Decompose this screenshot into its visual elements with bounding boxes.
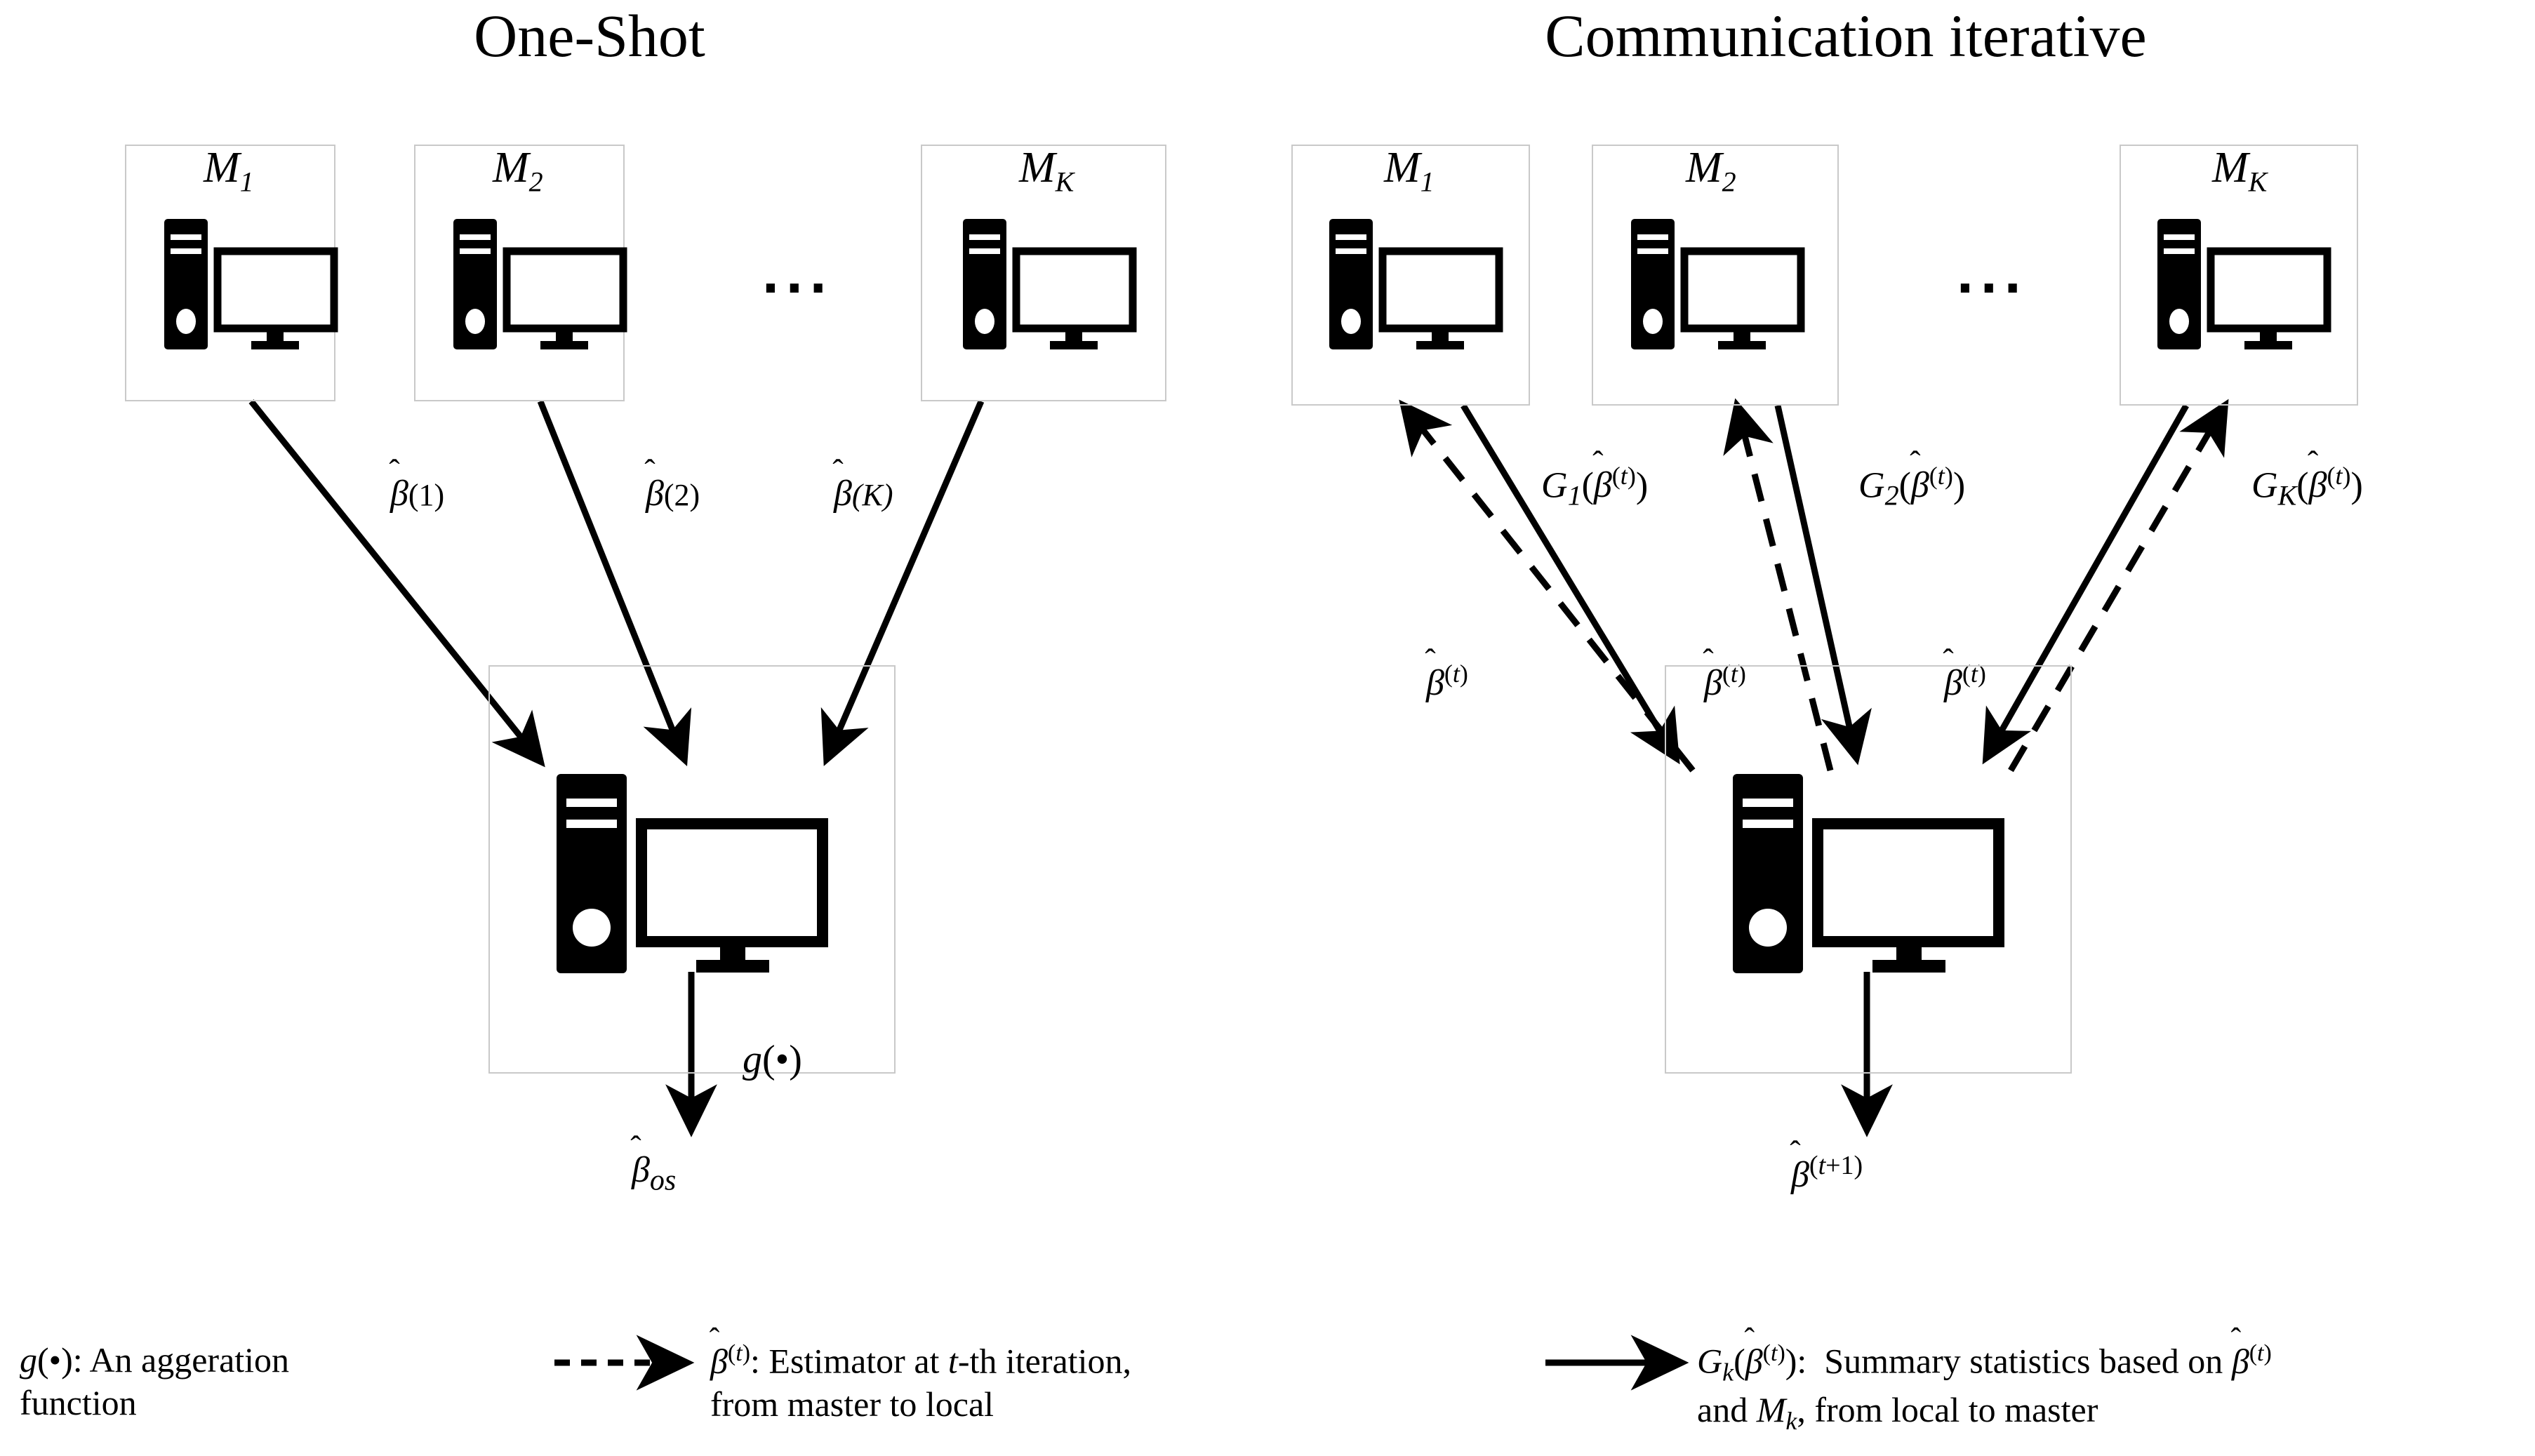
edge-label-ci-g2: G2(β̂(t))	[1858, 462, 1966, 512]
machine-label-sub: 2	[528, 166, 543, 198]
legend-line-2: and Mk, from local to master	[1697, 1389, 2098, 1435]
ellipsis-os: ...	[762, 239, 834, 306]
computer-icon-ci-mk	[2156, 218, 2331, 351]
panel-title-one-shot: One-Shot	[474, 2, 705, 69]
machine-label-base: M	[204, 144, 240, 192]
edge-label-ci-beta-t-2: β̂(t)	[1704, 660, 1746, 704]
legend-line-1: Gk(β̂(t)): Summary statistics based on β…	[1697, 1340, 2272, 1387]
machine-label-sub: K	[2248, 166, 2268, 198]
output-label-os: β̂ os	[632, 1150, 677, 1197]
machine-label-base: M	[493, 144, 529, 192]
machine-label-os-m1: M1	[204, 146, 254, 196]
computer-icon-os-mk	[962, 218, 1137, 351]
aggregation-function-label: g(•)	[743, 1038, 802, 1081]
output-label-ci: β̂(t+1)	[1791, 1151, 1863, 1196]
legend-item-aggregation: g(•): An aggeration function	[20, 1339, 413, 1424]
edge-label-ci-beta-t-3: β̂(t)	[1944, 660, 1986, 704]
machine-label-sub: 2	[1722, 166, 1736, 198]
machine-label-os-mk: MK	[1019, 146, 1074, 196]
edge-label-os-beta-1: β̂ (1)	[390, 474, 445, 514]
edge-up-m1	[1461, 403, 1680, 765]
node-box-os-master[interactable]	[488, 665, 896, 1074]
machine-label-ci-mk: MK	[2212, 146, 2267, 196]
machine-label-base: M	[2212, 144, 2249, 192]
node-box-ci-m1[interactable]	[1291, 145, 1530, 406]
legend-item-summary: Gk(β̂(t)): Summary statistics based on β…	[1697, 1339, 2525, 1436]
legend-line-1: g(•): An aggeration	[20, 1340, 290, 1380]
machine-label-sub: K	[1055, 166, 1074, 198]
computer-icon-os-m2	[452, 218, 627, 351]
edge-label-ci-g1: G1(β̂(t))	[1541, 462, 1649, 512]
node-box-os-mk[interactable]	[921, 145, 1166, 401]
computer-icon-os-master	[554, 772, 828, 975]
legend-line-2: from master to local	[710, 1384, 994, 1424]
legend-item-estimator: β̂(t): Estimator at t-th iteration, from…	[710, 1339, 1426, 1426]
edge-label-os-beta-2: β̂ (2)	[646, 474, 700, 514]
computer-icon-ci-master	[1731, 772, 2004, 975]
node-box-ci-mk[interactable]	[2120, 145, 2358, 406]
machine-label-sub: 1	[1420, 166, 1435, 198]
edge-label-ci-gk: GK(β̂(t))	[2251, 462, 2363, 512]
ellipsis-ci: ...	[1957, 239, 2028, 306]
panel-title-communication-iterative: Communication iterative	[1545, 2, 2147, 69]
edge-label-ci-beta-t-1: β̂(t)	[1426, 660, 1468, 704]
legend-line-1: β̂(t): Estimator at t-th iteration,	[710, 1340, 1131, 1381]
machine-label-ci-m2: M2	[1686, 146, 1736, 196]
computer-icon-ci-m1	[1328, 218, 1503, 351]
legend-line-2: function	[20, 1383, 137, 1422]
edge-label-os-beta-k: β̂ (K)	[834, 474, 893, 514]
machine-label-base: M	[1019, 144, 1056, 192]
computer-icon-os-m1	[163, 218, 338, 351]
node-box-ci-m2[interactable]	[1592, 145, 1839, 406]
machine-label-ci-m1: M1	[1384, 146, 1435, 196]
machine-label-os-m2: M2	[493, 146, 543, 196]
node-box-ci-master[interactable]	[1665, 665, 2072, 1074]
edge-down-m1	[1399, 399, 1696, 773]
machine-label-base: M	[1384, 144, 1420, 192]
machine-label-base: M	[1686, 144, 1722, 192]
computer-icon-ci-m2	[1630, 218, 1805, 351]
machine-label-sub: 1	[239, 166, 254, 198]
